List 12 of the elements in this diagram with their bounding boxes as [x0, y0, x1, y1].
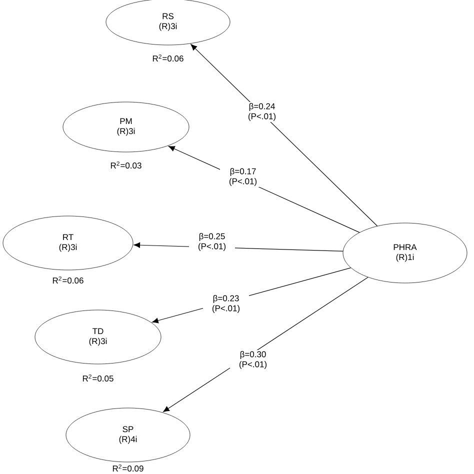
r-squared-label: R$^{2}$=0.06 [152, 54, 184, 62]
edge-label: β=0.17 (P<.01) [220, 167, 266, 187]
r-squared-label: R$^{2}$=0.05 [82, 374, 114, 382]
arrow [190, 44, 378, 226]
r-squared-label: R$^{2}$=0.03 [110, 161, 142, 169]
edge-label: β=0.25 (P<.01) [189, 232, 235, 252]
edge-label: β=0.23 (P<.01) [203, 294, 249, 314]
r-squared-label: R$^{2}$=0.06 [52, 276, 84, 284]
edge-label: β=0.24 (P<.01) [239, 102, 285, 122]
edge-label: β=0.30 (P<.01) [230, 350, 276, 370]
arrow [163, 277, 368, 412]
r-squared-label: R$^{2}$=0.09 [112, 464, 144, 472]
